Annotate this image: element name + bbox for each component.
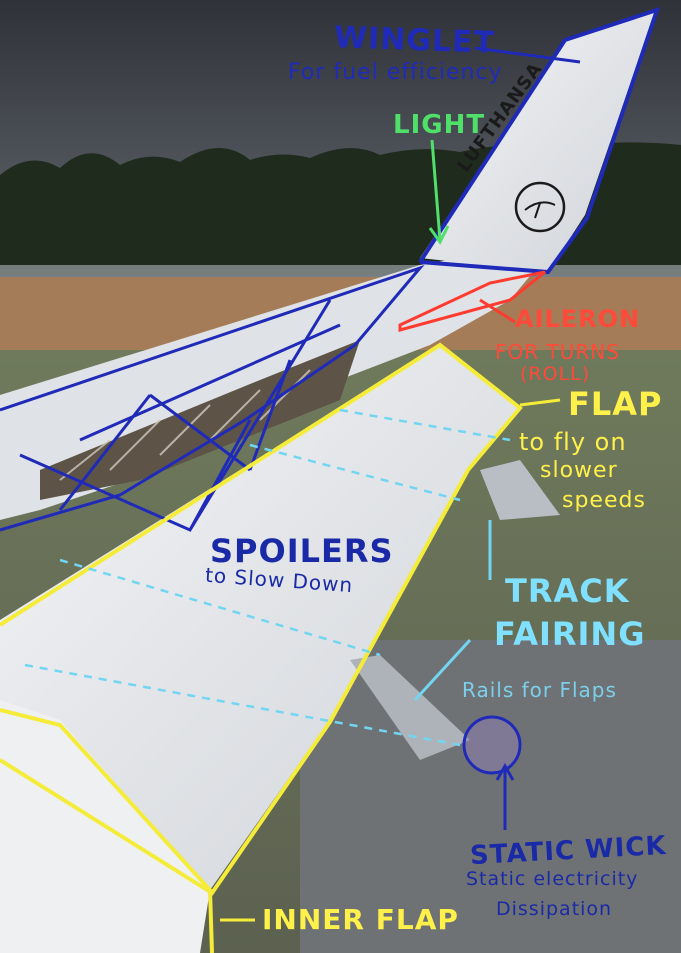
flap-caption-3: speeds <box>562 488 646 513</box>
track-title-2: FAIRING <box>494 615 646 653</box>
flap-caption-1: to fly on <box>519 428 627 456</box>
light-leader <box>430 139 442 241</box>
track-title-1: TRACK <box>505 572 630 610</box>
inner-flap-outline <box>0 708 214 953</box>
light-title: LIGHT <box>393 110 486 140</box>
wick-caption-2: Dissipation <box>496 898 613 920</box>
flap-surface <box>0 345 520 890</box>
wick-caption-1: Static electricity <box>466 868 639 890</box>
spoiler-struts <box>59 369 311 481</box>
crane-logo-icon <box>514 181 566 233</box>
spoilers-outline <box>0 264 425 532</box>
static-wick-marker <box>462 715 522 775</box>
track-caption: Rails for Flaps <box>462 678 617 702</box>
flap-caption-2: slower <box>540 458 618 483</box>
aileron-leader <box>479 298 516 324</box>
runway <box>300 640 681 953</box>
track-leader <box>413 520 492 702</box>
light-arrowhead <box>428 225 450 245</box>
flap-dashes <box>24 408 511 747</box>
spoilers-title: SPOILERS <box>210 532 394 570</box>
winglet-outline <box>418 6 661 275</box>
aileron-caption-1: FOR TURNS <box>495 340 620 364</box>
wick-leader <box>495 762 515 830</box>
track-fairing-outer <box>480 460 560 520</box>
aileron-outline <box>398 270 546 332</box>
flap-leader <box>519 398 561 407</box>
flap-title: FLAP <box>568 385 663 423</box>
winglet-title: WINGLET <box>333 20 496 61</box>
winglet-leader <box>474 46 581 64</box>
winglet-caption: For fuel efficiency <box>288 60 503 85</box>
aileron-caption-2: (ROLL) <box>520 363 591 385</box>
inner-flap-title: INNER FLAP <box>262 903 459 936</box>
track-fairing-inner <box>350 655 470 760</box>
aileron-title: AILERON <box>515 305 641 333</box>
fence <box>0 265 681 277</box>
winglet-shape <box>420 12 655 272</box>
